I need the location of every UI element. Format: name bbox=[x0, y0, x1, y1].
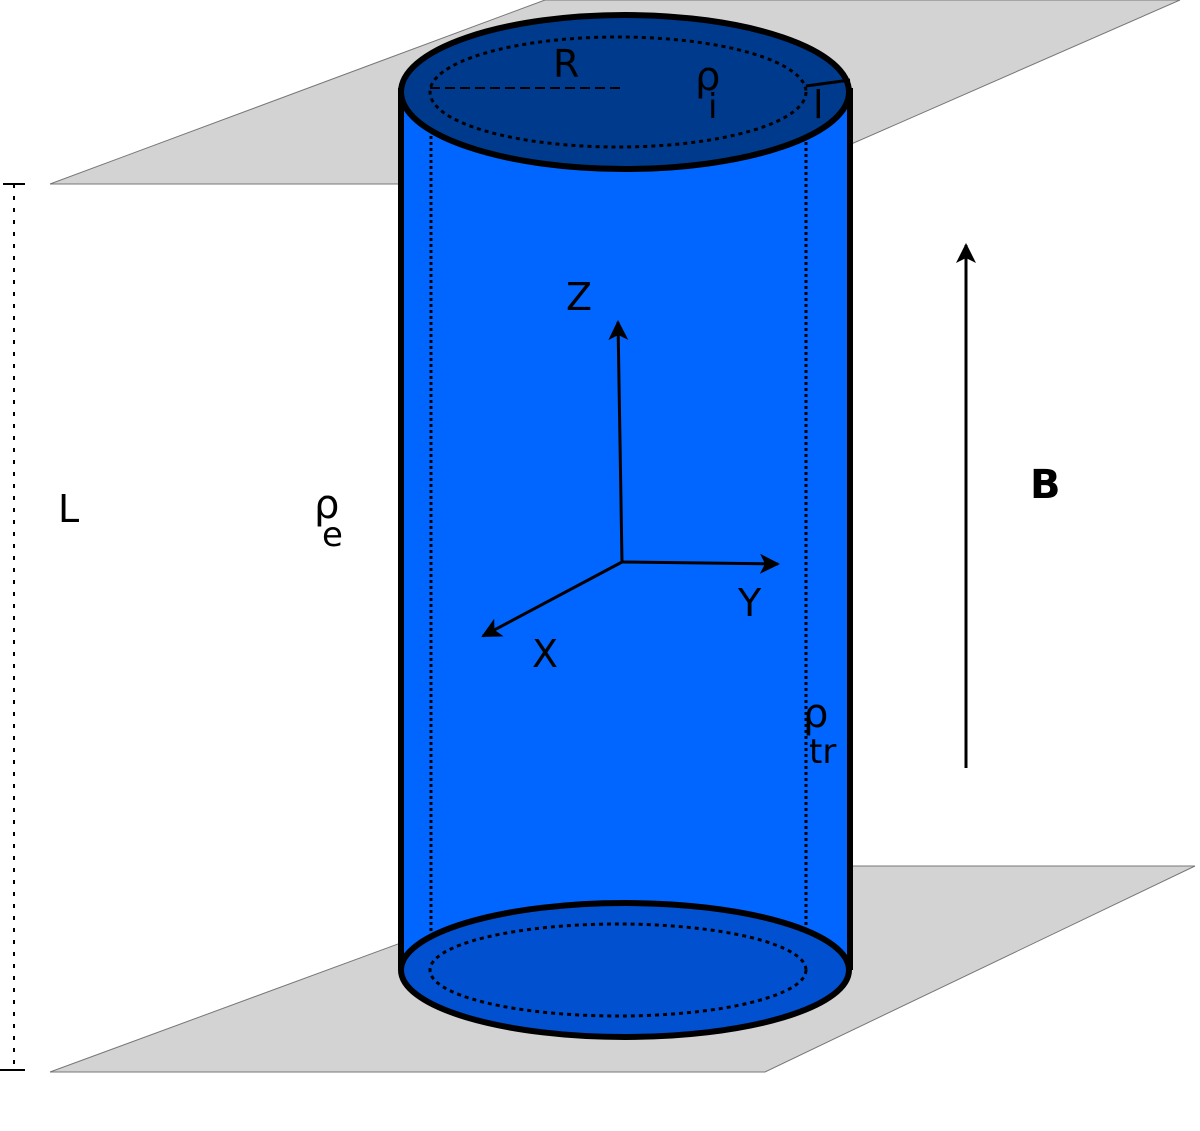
top-inner-core-ellipse bbox=[428, 35, 808, 149]
z-axis-arrow bbox=[608, 320, 629, 563]
rho-internal-symbol: ρ bbox=[695, 54, 720, 100]
x-axis-label: X bbox=[532, 632, 558, 676]
rho-transition-symbol: ρ bbox=[803, 691, 828, 737]
y-axis-label: Y bbox=[737, 581, 762, 625]
radius-label: R bbox=[553, 42, 579, 86]
bottom-cap bbox=[398, 900, 852, 1040]
layer-thickness-marker bbox=[805, 78, 851, 88]
rho-external-subscript: e bbox=[322, 515, 343, 555]
rho-internal-subscript: i bbox=[708, 87, 717, 127]
top-cap bbox=[398, 12, 852, 172]
x-axis-arrow bbox=[481, 560, 623, 638]
y-axis-arrow bbox=[621, 553, 780, 574]
flux-tube-body bbox=[401, 88, 850, 970]
rho-transition-subscript: tr bbox=[809, 732, 836, 772]
z-axis-label: Z bbox=[566, 275, 592, 319]
magnetic-field-label: B bbox=[1030, 462, 1061, 508]
bottom-inner-core-ellipse bbox=[428, 922, 808, 1018]
length-label: L bbox=[58, 487, 79, 531]
rho-external-symbol: ρ bbox=[314, 482, 339, 528]
layer-thickness-label: l bbox=[813, 83, 824, 127]
